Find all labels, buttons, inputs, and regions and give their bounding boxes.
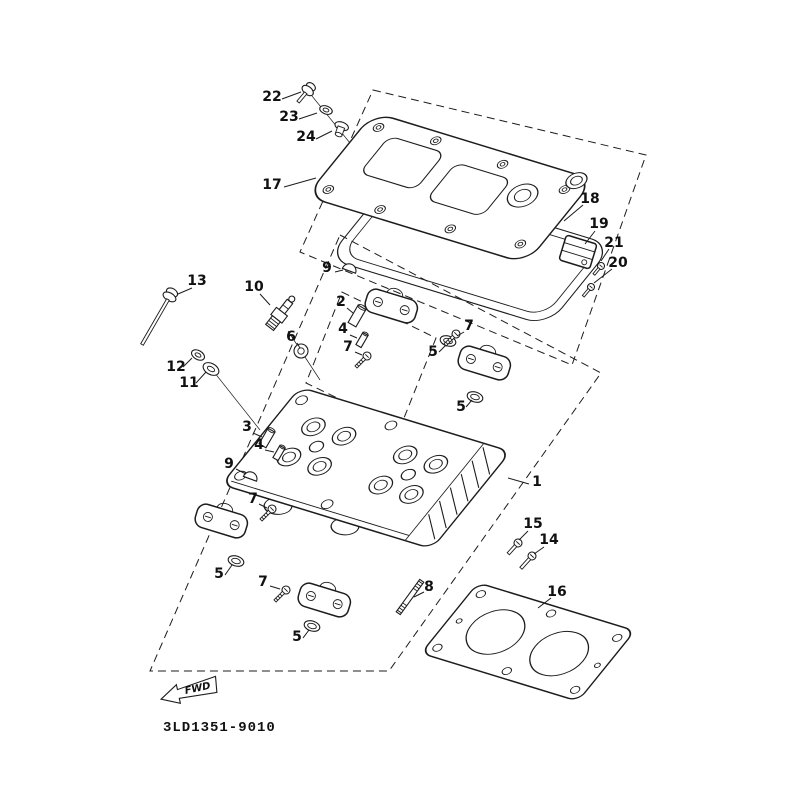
screw-21 (592, 261, 606, 276)
cam-cap (457, 344, 512, 381)
bolt-15 (506, 538, 523, 556)
callout-20: 20 (608, 255, 628, 271)
oring-5 (303, 620, 321, 632)
washer-23 (319, 105, 333, 115)
pad-4 (272, 444, 286, 462)
callout-5: 5 (292, 629, 302, 645)
callout-13: 13 (187, 273, 206, 289)
callout-14: 14 (539, 532, 559, 548)
callout-17: 17 (262, 177, 281, 193)
bolt-7 (443, 329, 461, 347)
cover-bolt-22 (296, 81, 316, 104)
grommet-24 (334, 121, 349, 138)
callout-9: 9 (224, 456, 234, 472)
callout-21: 21 (604, 235, 623, 251)
washer-12 (190, 349, 206, 361)
tappet-3 (258, 427, 276, 449)
spark-plug (264, 295, 296, 332)
cam-cap (194, 502, 249, 539)
callout-4: 4 (254, 437, 264, 453)
callout-12: 12 (166, 359, 185, 375)
cap-9 (242, 471, 258, 482)
oring-5 (227, 555, 245, 567)
callout-1: 1 (532, 474, 542, 490)
callout-22: 22 (262, 89, 281, 105)
callout-7: 7 (258, 574, 268, 590)
bolt-7 (273, 585, 291, 603)
callout-15: 15 (523, 516, 542, 532)
callout-18: 18 (580, 191, 599, 207)
callouts: 22 23 24 17 18 19 21 20 13 10 9 2 4 7 7 … (166, 89, 628, 645)
callout-19: 19 (589, 216, 608, 232)
seal-6 (293, 343, 309, 359)
callout-5: 5 (428, 344, 438, 360)
callout-8: 8 (424, 579, 434, 595)
callout-5: 5 (456, 399, 466, 415)
part-code: 3LD1351-9010 (163, 720, 276, 736)
cam-cap (297, 581, 352, 618)
callout-4: 4 (338, 321, 348, 337)
pad-4 (355, 331, 369, 349)
callout-11: 11 (179, 375, 198, 391)
stud-8 (395, 578, 425, 616)
cam-cap (364, 287, 419, 324)
bolt-7 (354, 351, 372, 369)
callout-2: 2 (336, 294, 346, 310)
callout-23: 23 (279, 109, 298, 125)
callout-6: 6 (286, 329, 296, 345)
breather-box-19 (558, 234, 598, 270)
fwd-arrow: FWD (159, 675, 218, 704)
seal-11 (202, 362, 220, 376)
callout-10: 10 (244, 279, 264, 295)
bolt-7 (259, 504, 277, 522)
callout-7: 7 (248, 491, 258, 507)
screw-20 (581, 282, 596, 298)
callout-9: 9 (322, 260, 332, 276)
callout-7: 7 (464, 318, 474, 334)
callout-5: 5 (214, 566, 224, 582)
leader-lines (177, 91, 613, 639)
callout-7: 7 (343, 339, 353, 355)
callout-3: 3 (242, 419, 252, 435)
oring-5 (466, 391, 484, 403)
head-gasket (424, 584, 632, 700)
cylinder-head-cover (314, 116, 588, 260)
bolt-13 (140, 287, 179, 346)
cylinder-head (226, 389, 506, 547)
callout-24: 24 (296, 129, 316, 145)
fwd-label: FWD (184, 681, 212, 697)
valve-guide-2 (347, 303, 367, 328)
cap-9 (341, 263, 357, 274)
callout-16: 16 (547, 584, 566, 600)
